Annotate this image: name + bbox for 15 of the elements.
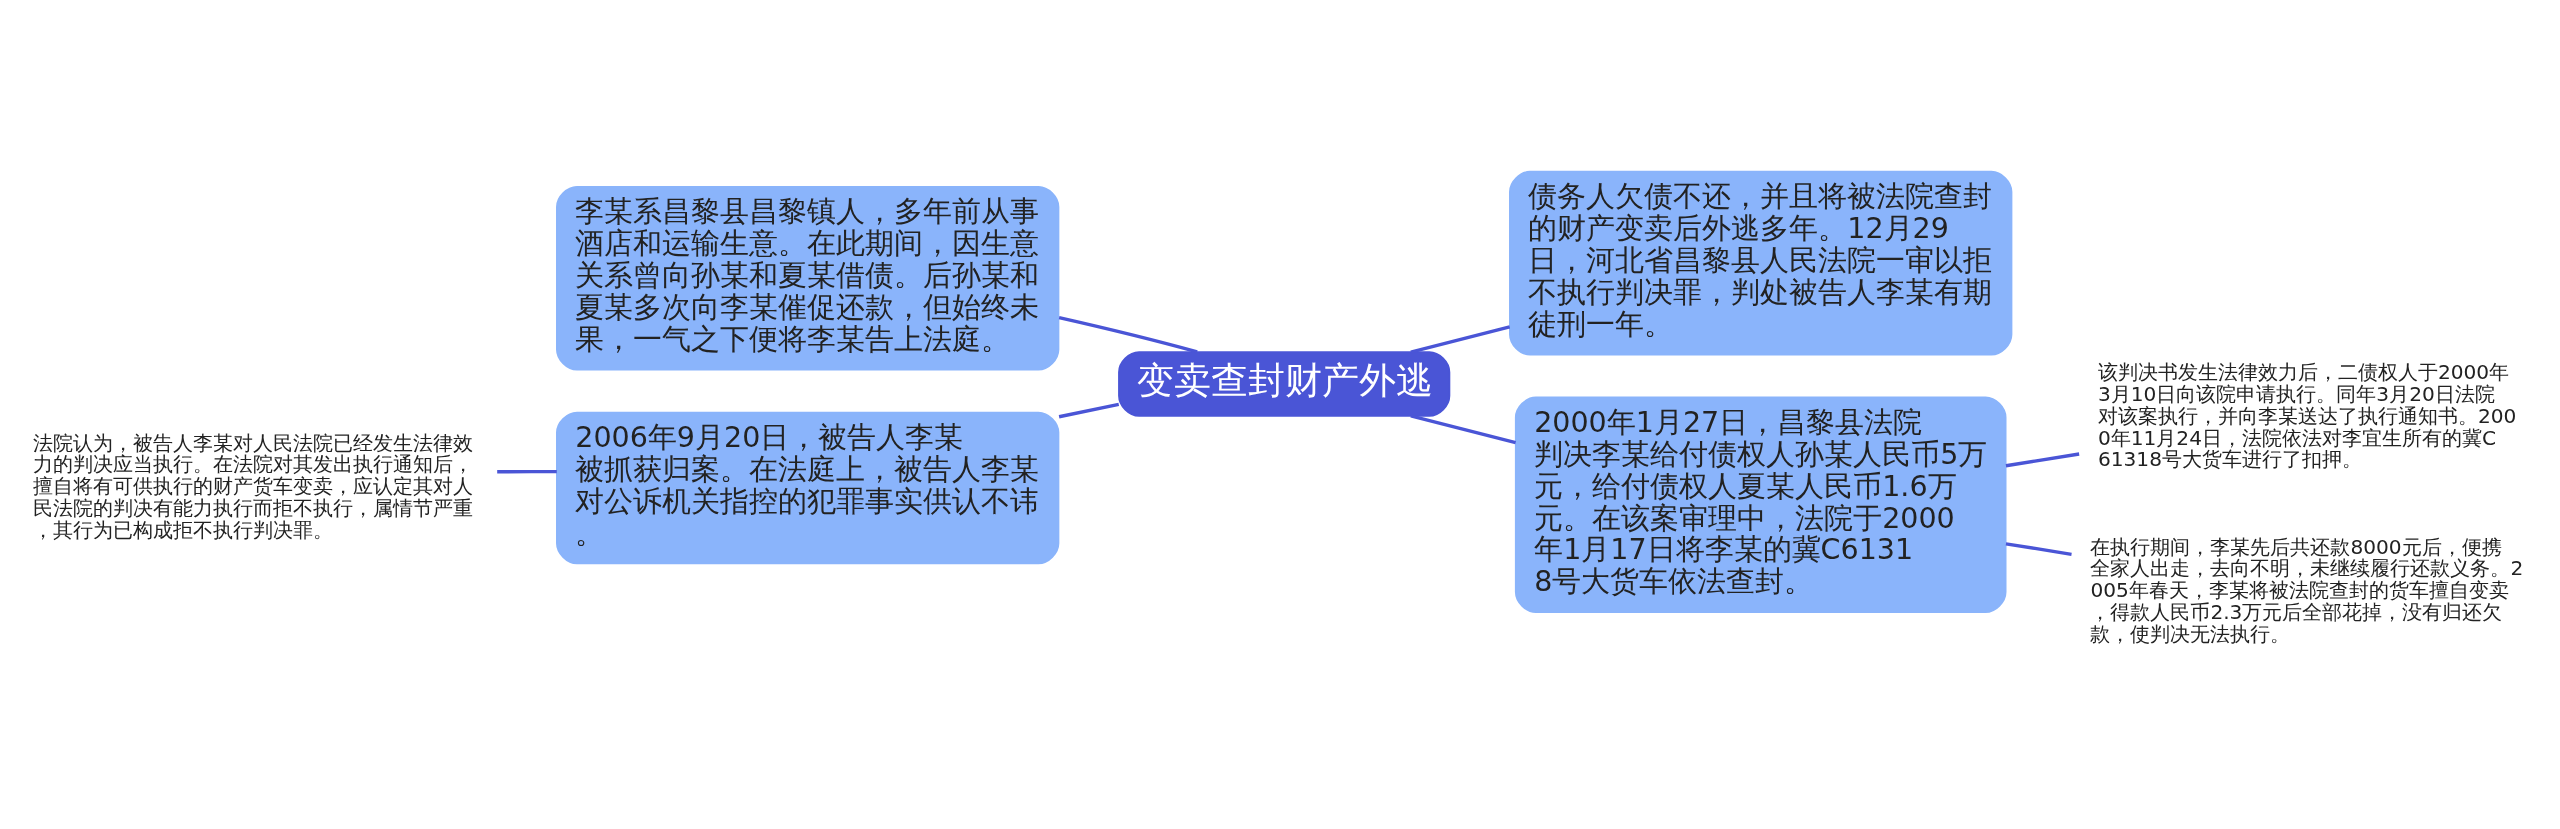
connector xyxy=(1410,413,1517,444)
node-box: 变卖查封财产外逃 xyxy=(1118,350,1451,417)
connector xyxy=(2005,541,2072,556)
connector xyxy=(2005,451,2080,467)
connector xyxy=(1058,315,1198,354)
connector xyxy=(1410,324,1511,354)
node-box: 李某系昌黎县昌黎镇人，多年前从事酒店和运输生意。在此期间，因生意关系曾向孙某和夏某借债。后孙某和夏某多次向李某催促还款，但始终未果，一气之下便将李某告上法庭。 xyxy=(556,185,1060,371)
node-text: 在执行期间，李某先后共还款8000元后，便携全家人出走，去向不明，未继续履行还款义务。2005年春天，李某将被法院查封的货车擅自变卖，得款人民币2.3万元后全部花掉，没有归还欠款，使判决无法执行。 xyxy=(2090,534,2524,646)
connector xyxy=(497,469,557,473)
node-box: 2000年1月27日，昌黎县法院判决李某给付债权人孙某人民币5万元，给付债权人夏某人民币1.6万元。在该案审理中，法院于2000年1月17日将李某的冀C61318号大货车依法查封。 xyxy=(1514,396,2007,613)
connector xyxy=(1058,402,1120,418)
node-box: 债务人欠债不还，并且将被法院查封的财产变卖后外逃多年。12月29日，河北省昌黎县人民法院一审以拒不执行判决罪，判处被告人李某有期徒刑一年。 xyxy=(1509,170,2013,355)
node-box: 2006年9月20日，被告人李某被抓获归案。在法庭上，被告人李某对公诉机关指控的犯罪事实供认不讳。 xyxy=(556,411,1060,564)
node-text: 法院认为，被告人李某对人民法院已经发生法律效力的判决应当执行。在法院对其发出执行通知后，擅自将有可供执行的财产货车变卖，应认定其对人民法院的判决有能力执行而拒不执行，属情节严重，其行为已构成拒不执行判决罪。 xyxy=(33,430,474,542)
node-text: 该判决书发生法律效力后，二债权人于2000年3月10日向该院申请执行。同年3月20日法院对该案执行，并向李某送达了执行通知书。2000年11月24日，法院依法对李宜生所有的冀C61318号大货车进行了扣押。 xyxy=(2097,359,2517,471)
